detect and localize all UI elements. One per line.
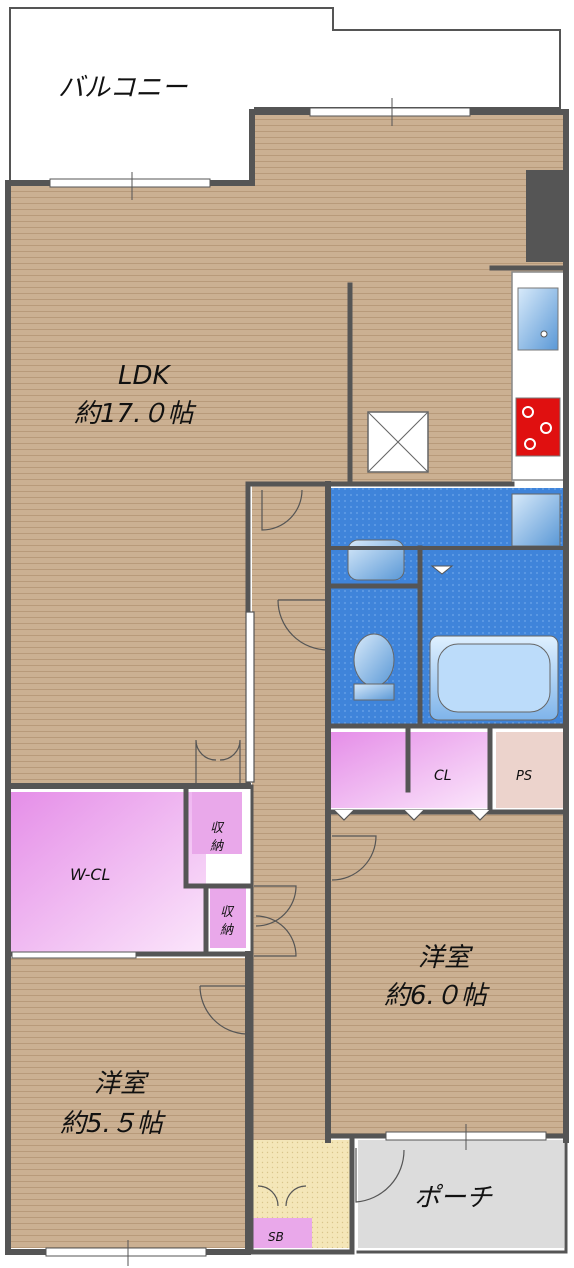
storage1-label-1: 収 bbox=[210, 821, 225, 836]
living-floor bbox=[8, 112, 566, 1248]
storage2-label-2: 納 bbox=[220, 923, 234, 938]
bathroom-area bbox=[330, 488, 564, 724]
storage2-label-1: 収 bbox=[220, 905, 235, 920]
windows bbox=[11, 98, 547, 1266]
western-room-2-size: 約5.５帖 bbox=[60, 1109, 167, 1139]
balcony-label: バルコニー bbox=[58, 73, 188, 103]
entrance bbox=[252, 1140, 564, 1248]
porch-label: ポーチ bbox=[414, 1183, 493, 1213]
ps-label: PS bbox=[516, 769, 532, 784]
doors bbox=[195, 489, 491, 1207]
western-room-1-size: 約6.０帖 bbox=[384, 981, 491, 1011]
ldk-size-label: 約17.０帖 bbox=[74, 399, 197, 429]
western-room-1-name: 洋室 bbox=[418, 943, 474, 973]
cl-label: CL bbox=[434, 768, 452, 784]
storage1-label-2: 納 bbox=[210, 839, 224, 854]
sb-label: SB bbox=[268, 1230, 284, 1244]
refrigerator-space bbox=[367, 411, 429, 473]
wcl-label: W-CL bbox=[70, 865, 110, 884]
ldk-name-label: LDK bbox=[118, 361, 172, 391]
kitchen-counter bbox=[511, 170, 565, 481]
western-room-2-name: 洋室 bbox=[94, 1069, 150, 1099]
